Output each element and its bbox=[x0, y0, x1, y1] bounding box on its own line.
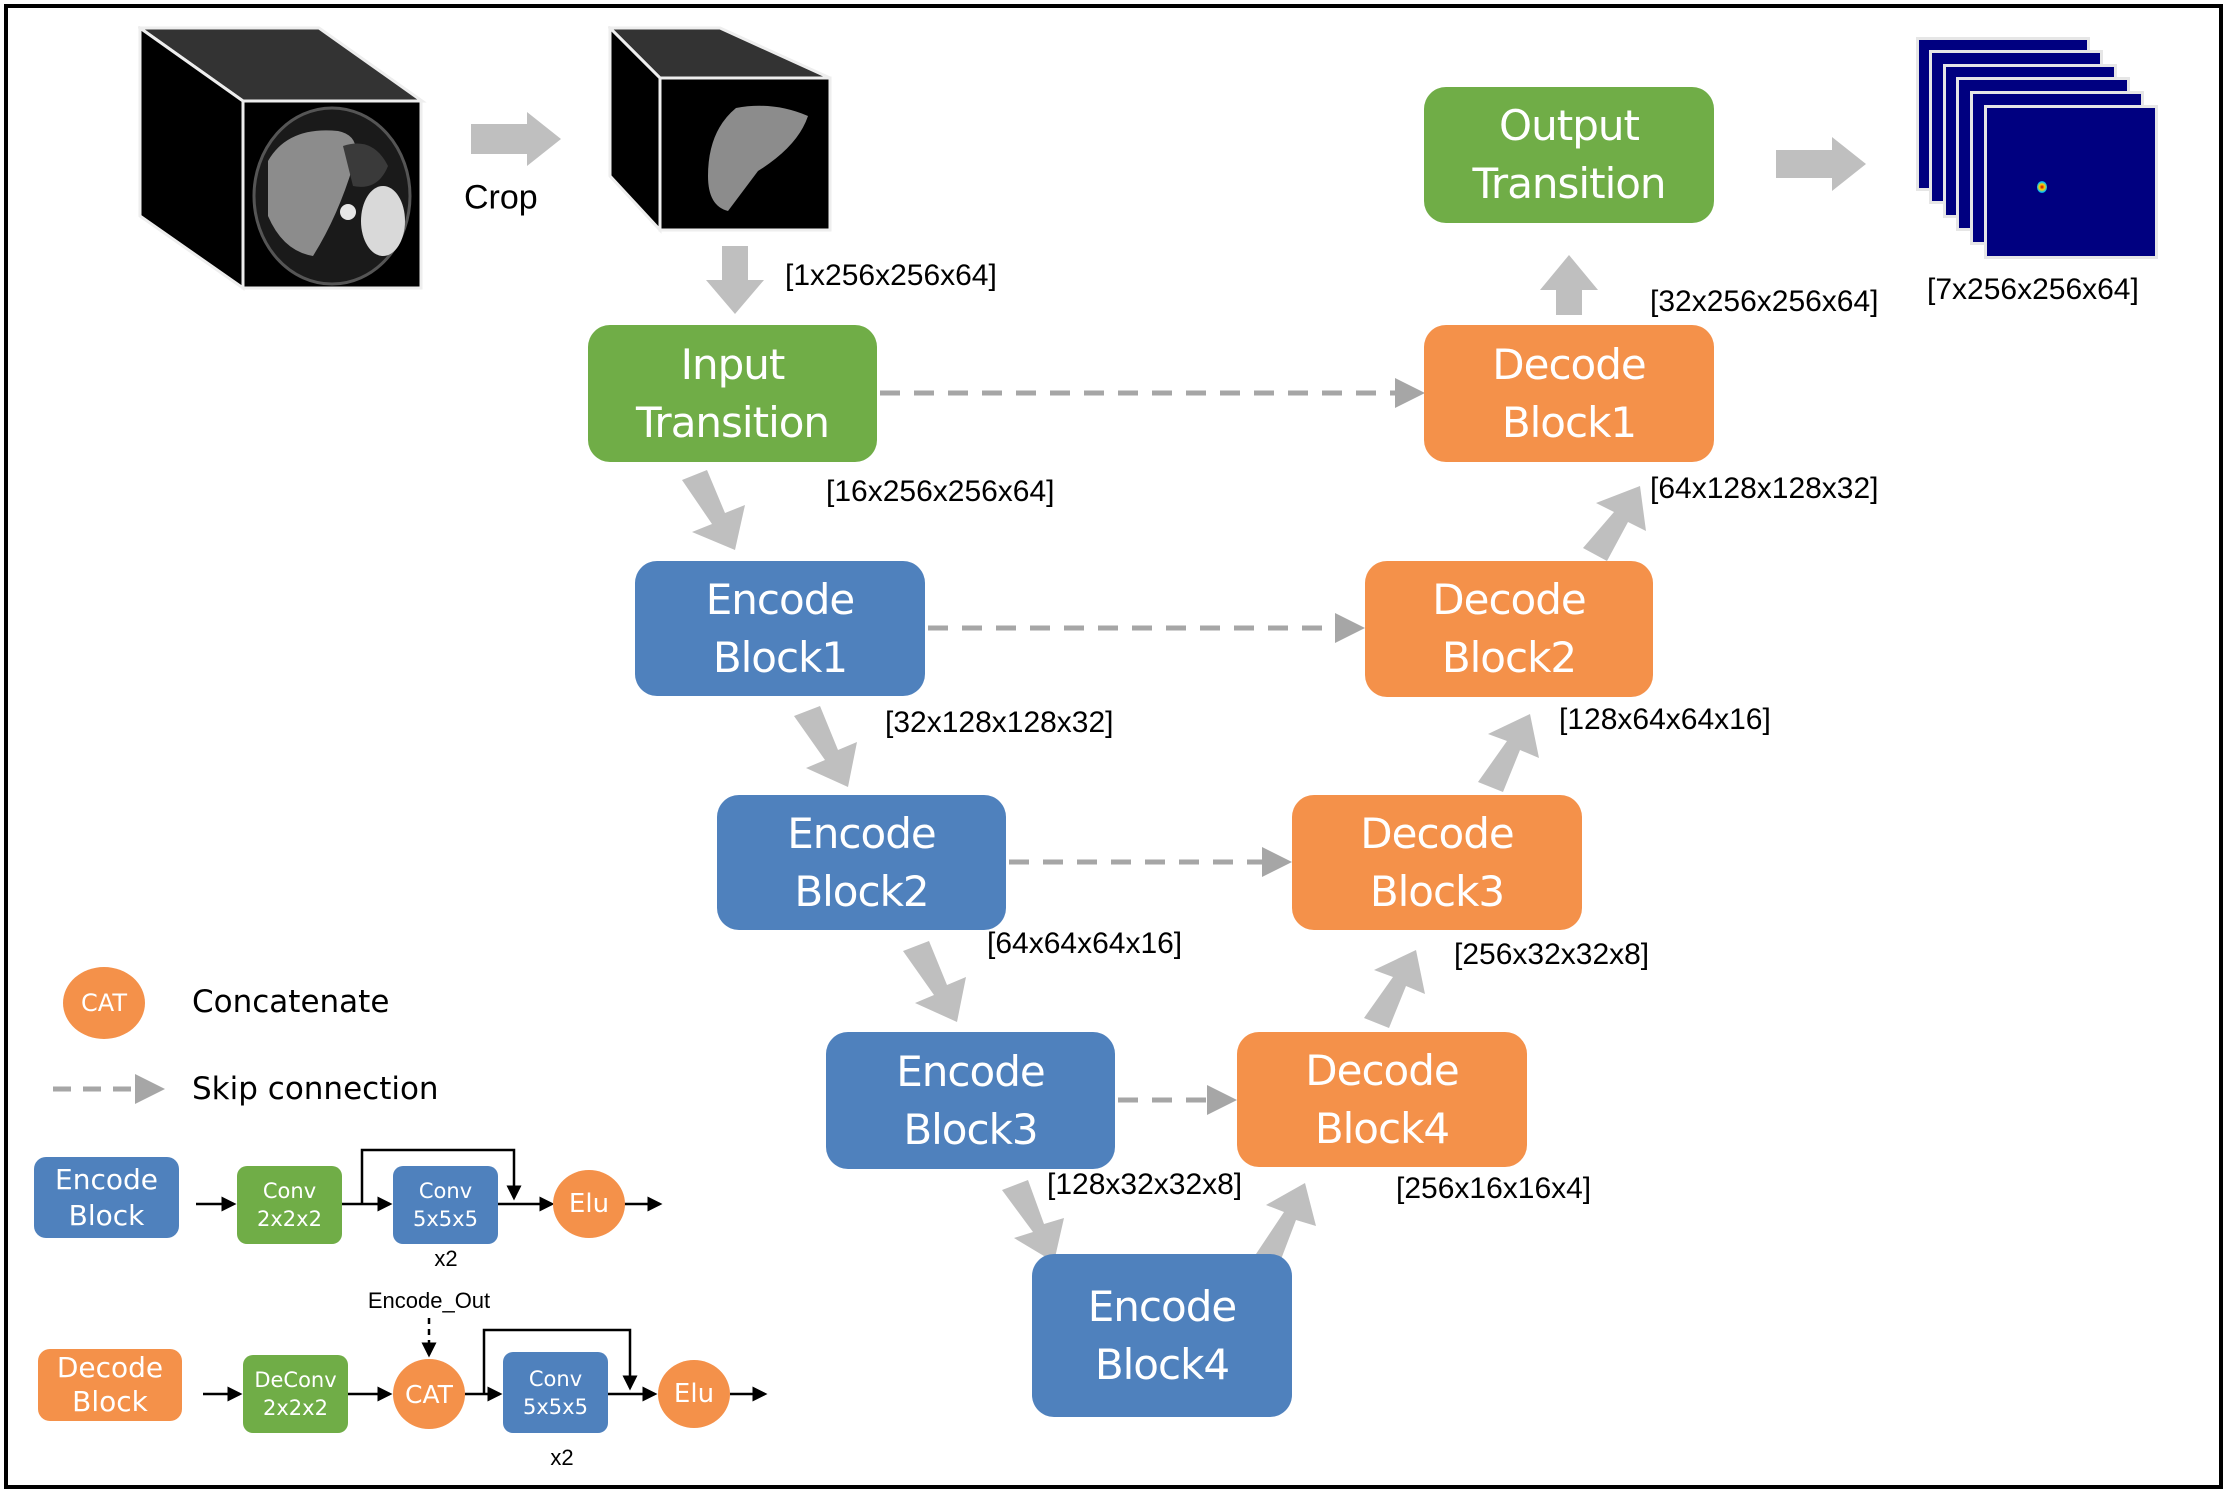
conv-kernel: 5x5x5 bbox=[523, 1394, 588, 1419]
legend-encode-flow bbox=[196, 1148, 663, 1212]
up-arrow-encode4-to-decode4 bbox=[1256, 1183, 1316, 1262]
block-label-line2: Block2 bbox=[1441, 633, 1577, 682]
down-arrow-encode1-to-encode2 bbox=[794, 706, 857, 787]
legend-encode-block: Encode Block bbox=[34, 1157, 179, 1238]
legend-decode-flow bbox=[203, 1318, 768, 1402]
block-label-line2: Block1 bbox=[712, 632, 848, 682]
crop-label: Crop bbox=[464, 178, 538, 217]
block-label-line1: Input bbox=[680, 339, 786, 389]
legend-decode-cat: CAT bbox=[393, 1359, 465, 1429]
legend-decode-title-line2: Block bbox=[72, 1385, 148, 1418]
block-label-line1: Output bbox=[1499, 101, 1640, 150]
up-arrow-decode3-to-decode2 bbox=[1478, 714, 1539, 792]
legend-encode-title-line2: Block bbox=[68, 1198, 145, 1232]
legend-decode-title-line1: Decode bbox=[56, 1351, 164, 1384]
output-shape-label: [7x256x256x64] bbox=[1927, 273, 2139, 306]
legend-conv-5x5x5: Conv 5x5x5 bbox=[393, 1166, 498, 1244]
legend-cat-symbol: CAT bbox=[63, 967, 145, 1039]
legend-encode-elu: Elu bbox=[553, 1170, 625, 1238]
mri-slice-image bbox=[252, 106, 412, 286]
input-arrow bbox=[706, 246, 764, 314]
figure-border bbox=[4, 4, 2223, 1489]
block-label-line2: Transition bbox=[635, 397, 830, 447]
block-label-line1: Encode bbox=[1087, 1281, 1237, 1331]
block-label-line2: Block3 bbox=[903, 1104, 1038, 1154]
shape-after-encode-2: [64x64x64x16] bbox=[987, 927, 1183, 960]
block-label-line1: Decode bbox=[1432, 575, 1586, 624]
legend-deconv-2x2x2: DeConv 2x2x2 bbox=[243, 1355, 348, 1433]
down-arrow-encode2-to-encode3 bbox=[903, 941, 966, 1022]
decode-block-2: Decode Block2 bbox=[1365, 561, 1653, 697]
down-arrow-encode3-to-encode4 bbox=[1002, 1180, 1064, 1262]
up-arrow-decode2-to-decode1 bbox=[1583, 486, 1646, 561]
input-shape-label: [1x256x256x64] bbox=[785, 259, 997, 292]
deconv-kernel: 2x2x2 bbox=[263, 1396, 328, 1420]
up-arrow-decode4-to-decode3 bbox=[1364, 950, 1425, 1028]
block-label-line1: Decode bbox=[1305, 1045, 1459, 1095]
deconv-label: DeConv bbox=[254, 1368, 337, 1392]
conv-kernel: 2x2x2 bbox=[257, 1207, 322, 1231]
decode-block-4: Decode Block4 bbox=[1237, 1032, 1527, 1167]
encode-block-2: Encode Block2 bbox=[717, 795, 1006, 930]
block-label-line1: Decode bbox=[1360, 808, 1514, 858]
conv-label: Conv bbox=[528, 1366, 583, 1391]
block-label-line2: Block4 bbox=[1314, 1103, 1450, 1153]
shape-after-encode-3: [128x32x32x8] bbox=[1047, 1168, 1243, 1201]
crop-arrow bbox=[471, 112, 561, 166]
landmark-heatmap-dot bbox=[2037, 181, 2047, 193]
conv-label: Conv bbox=[418, 1179, 473, 1203]
input-transition-block: Input Transition bbox=[588, 325, 877, 462]
output-transition-block: Output Transition bbox=[1424, 87, 1714, 223]
shape-after-decode-2: [64x128x128x32] bbox=[1650, 472, 1879, 505]
legend-decode-repeat: x2 bbox=[550, 1445, 574, 1470]
legend-decode-conv-5x5x5: Conv 5x5x5 bbox=[503, 1352, 608, 1433]
encode-block-1: Encode Block1 bbox=[635, 561, 925, 696]
shape-after-decode-1: [32x256x256x64] bbox=[1650, 285, 1879, 318]
shape-after-decode-4: [256x32x32x8] bbox=[1454, 938, 1650, 971]
legend-encode-repeat: x2 bbox=[434, 1246, 458, 1271]
raw-mri-volume bbox=[138, 26, 427, 291]
output-arrow bbox=[1776, 137, 1866, 191]
block-label-line2: Block2 bbox=[794, 866, 929, 916]
encode-block-3: Encode Block3 bbox=[826, 1032, 1115, 1169]
legend-conv-2x2x2: Conv 2x2x2 bbox=[237, 1166, 342, 1244]
block-label-line1: Encode bbox=[705, 574, 855, 624]
decode-block-1: Decode Block1 bbox=[1424, 325, 1714, 462]
shape-after-decode-3: [128x64x64x16] bbox=[1559, 703, 1771, 736]
encode-block-4: Encode Block4 bbox=[1032, 1254, 1292, 1417]
shape-after-encode-4: [256x16x16x4] bbox=[1396, 1172, 1592, 1205]
down-arrow-input-to-encode1 bbox=[682, 470, 745, 550]
shape-after-input-transition: [16x256x256x64] bbox=[826, 475, 1055, 508]
legend-decode-elu: Elu bbox=[658, 1360, 730, 1428]
legend-skip-label: Skip connection bbox=[192, 1071, 439, 1107]
block-label-line1: Encode bbox=[787, 808, 936, 858]
cropped-liver-volume bbox=[608, 26, 832, 234]
block-label-line2: Block4 bbox=[1094, 1339, 1230, 1389]
block-label-line2: Block3 bbox=[1369, 866, 1505, 916]
legend-encode-title-line1: Encode bbox=[55, 1162, 158, 1196]
block-label-line2: Block1 bbox=[1501, 397, 1637, 447]
block-label-line1: Encode bbox=[896, 1046, 1045, 1096]
block-label-line1: Decode bbox=[1492, 339, 1646, 389]
shape-after-encode-1: [32x128x128x32] bbox=[885, 706, 1114, 739]
up-arrow-decode1-to-output bbox=[1540, 255, 1598, 315]
legend-encode-out-label: Encode_Out bbox=[367, 1288, 491, 1313]
block-label-line2: Transition bbox=[1472, 159, 1666, 208]
liver-segment-image bbox=[708, 105, 808, 211]
conv-kernel: 5x5x5 bbox=[413, 1207, 478, 1231]
legend-decode-block: Decode Block bbox=[38, 1349, 182, 1421]
conv-label: Conv bbox=[262, 1179, 317, 1203]
output-channel-slice bbox=[1984, 105, 2158, 259]
legend-cat-label: Concatenate bbox=[192, 984, 390, 1020]
decode-block-3: Decode Block3 bbox=[1292, 795, 1582, 930]
